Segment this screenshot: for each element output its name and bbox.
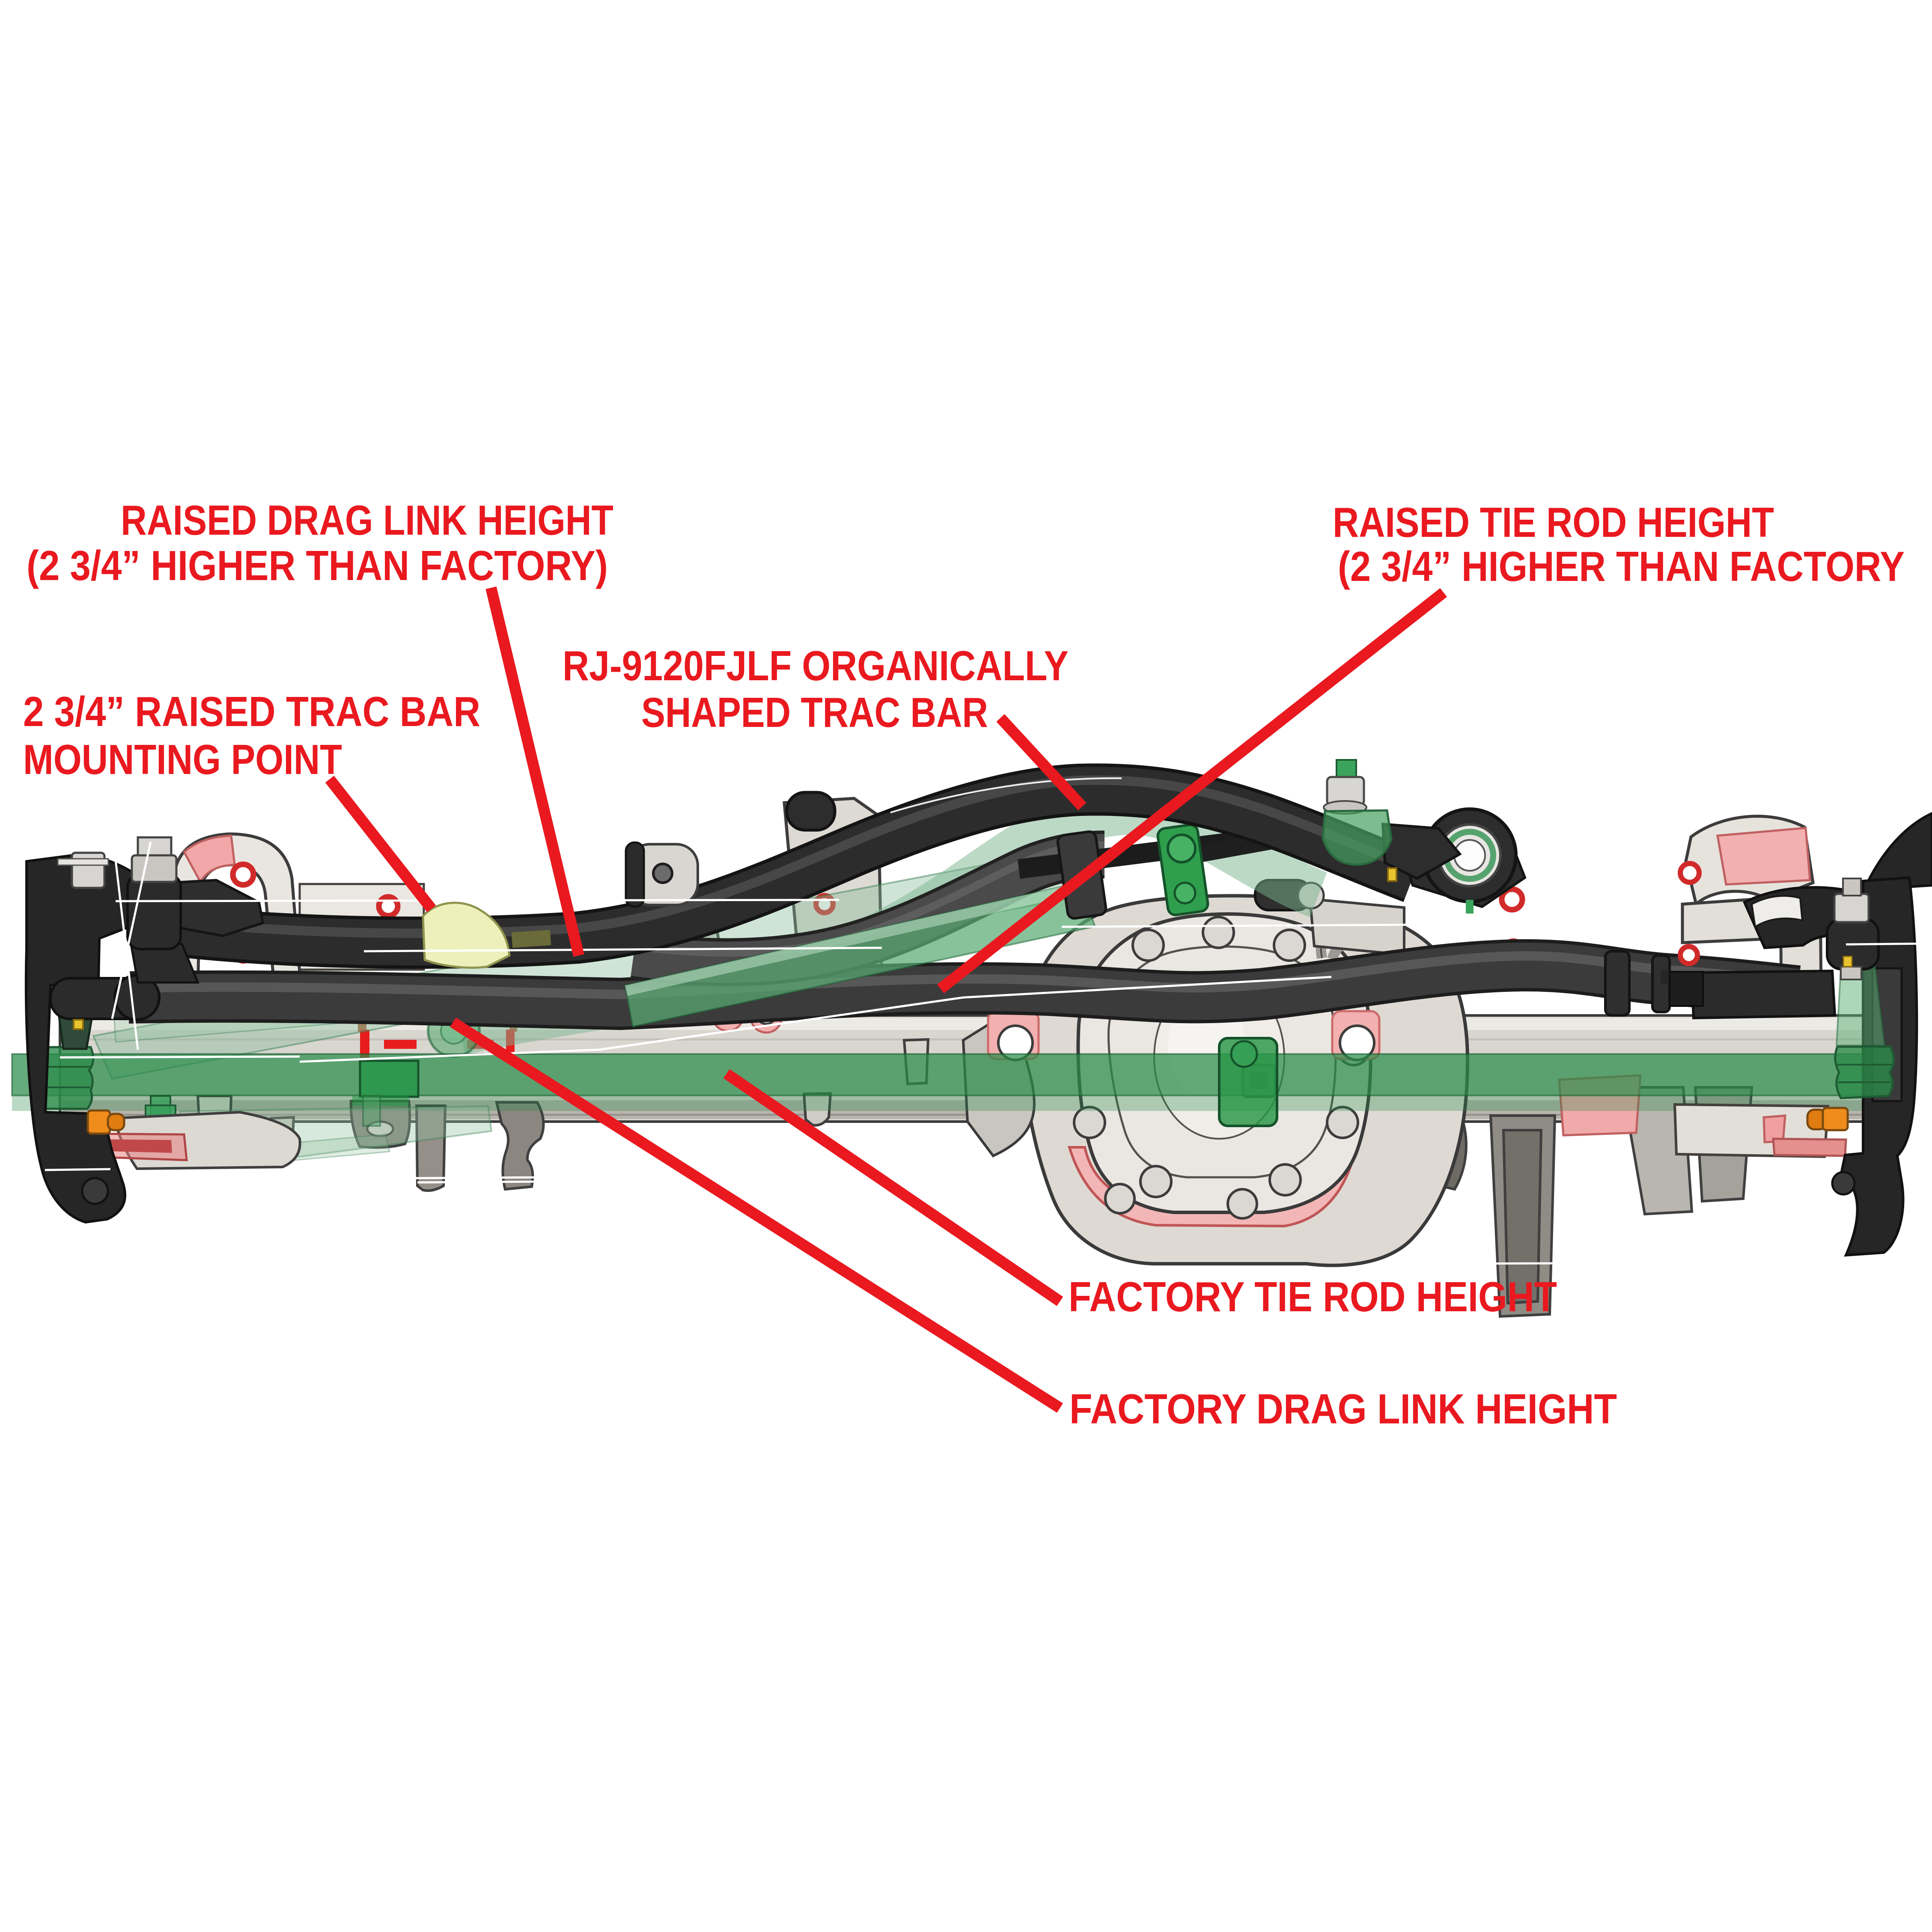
svg-text:FACTORY DRAG LINK HEIGHT: FACTORY DRAG LINK HEIGHT [1069, 1385, 1617, 1432]
svg-text:RJ-9120FJLF ORGANICALLY: RJ-9120FJLF ORGANICALLY [563, 642, 1069, 689]
svg-text:(2 3/4” HIGHER THAN FACTORY: (2 3/4” HIGHER THAN FACTORY [1338, 543, 1905, 590]
svg-text:2 3/4” RAISED TRAC BAR: 2 3/4” RAISED TRAC BAR [23, 688, 480, 735]
svg-text:MOUNTING POINT: MOUNTING POINT [23, 736, 342, 783]
svg-text:RAISED DRAG LINK HEIGHT: RAISED DRAG LINK HEIGHT [121, 497, 613, 544]
svg-text:SHAPED TRAC BAR: SHAPED TRAC BAR [641, 689, 988, 736]
svg-text:FACTORY TIE ROD HEIGHT: FACTORY TIE ROD HEIGHT [1069, 1273, 1557, 1320]
svg-text:(2 3/4” HIGHER THAN FACTORY): (2 3/4” HIGHER THAN FACTORY) [27, 542, 608, 589]
svg-text:RAISED TIE ROD HEIGHT: RAISED TIE ROD HEIGHT [1333, 499, 1774, 546]
